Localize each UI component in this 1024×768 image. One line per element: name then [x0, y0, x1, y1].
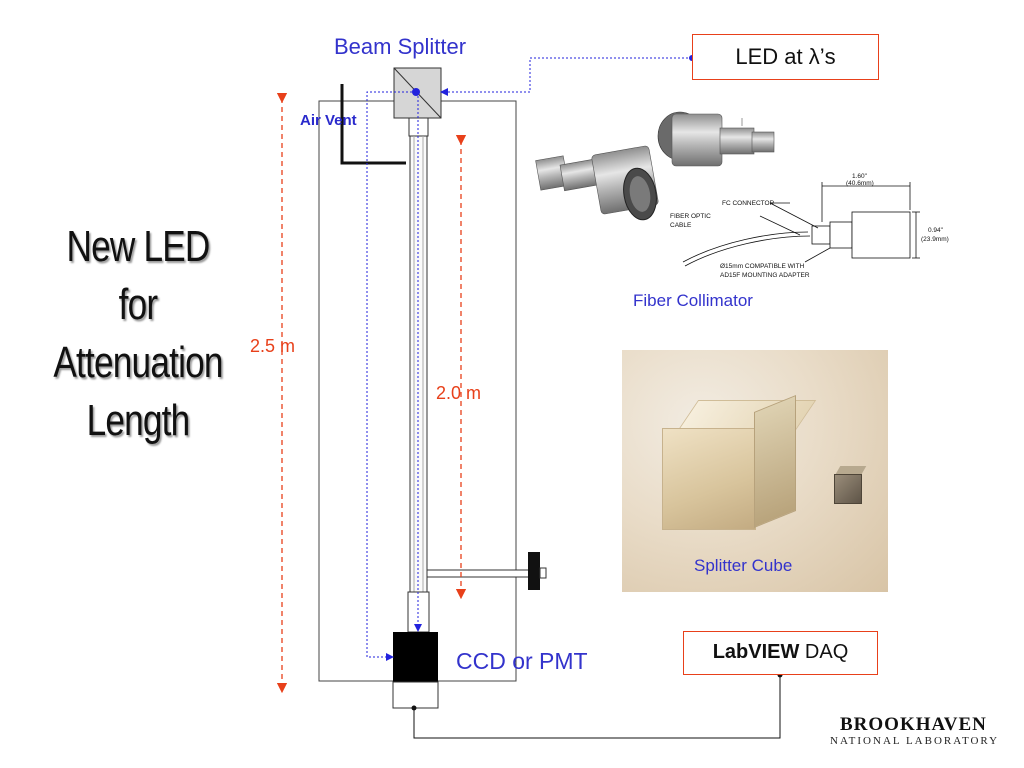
- labview-daq-box: LabVIEW DAQ: [683, 631, 878, 675]
- length-inner-label: 2.0 m: [436, 383, 482, 403]
- dim-length-mm-label: (40.6mm): [846, 180, 874, 187]
- side-knob-cap: [539, 567, 547, 579]
- adapter-label-line1: Ø15mm COMPATIBLE WITH: [720, 263, 805, 270]
- led-source-box: LED at λ’s: [692, 34, 879, 80]
- led-fiber-line: [440, 57, 692, 96]
- cable-label: CABLE: [670, 222, 692, 229]
- fiber-collimator-label: Fiber Collimator: [633, 291, 753, 310]
- adapter-label-line2: AD15F MOUNTING ADAPTER: [720, 272, 810, 279]
- dim-length-label: 1.60": [852, 173, 868, 180]
- reference-beam-line: [366, 91, 416, 661]
- cube-side-face: [754, 395, 796, 528]
- dim-dia-label: 0.94": [928, 227, 944, 234]
- fiber-collimator-photo: [535, 111, 775, 221]
- daq-cable: [413, 675, 781, 739]
- fiber-optic-label: FIBER OPTIC: [670, 213, 711, 220]
- air-vent-pipe: [340, 84, 406, 165]
- dim-dia-mm-label: (23.9mm): [921, 236, 949, 243]
- collimator-technical-drawing: [682, 182, 920, 267]
- air-vent-label: Air Vent: [300, 112, 357, 129]
- slide-title: New LED for Attenuation Length: [42, 218, 234, 450]
- side-rod: [426, 569, 538, 578]
- brookhaven-logo: BROOKHAVEN: [840, 714, 987, 735]
- labview-label: LabVIEW: [712, 641, 800, 663]
- splitter-cube-photo: Splitter Cube: [622, 350, 888, 592]
- ccd-pmt-detector: [393, 632, 438, 682]
- title-line-2: for: [118, 280, 158, 329]
- detector-base: [392, 681, 439, 709]
- length-outer-label: 2.5 m: [250, 336, 296, 356]
- beam-splitter-label: Beam Splitter: [334, 34, 467, 59]
- daq-label: DAQ: [799, 641, 849, 663]
- title-line-1: New LED: [66, 222, 210, 271]
- cube-front-face: [662, 428, 756, 530]
- technical-drawing-labels: FC CONNECTOR FIBER OPTIC CABLE 1.60" (40…: [670, 173, 949, 279]
- title-line-4: Length: [86, 396, 191, 445]
- side-knob: [528, 552, 540, 590]
- led-source-label: LED at λ’s: [735, 44, 836, 69]
- title-line-3: Attenuation: [53, 338, 223, 387]
- small-cube: [834, 474, 862, 504]
- ccd-pmt-label: CCD or PMT: [456, 648, 588, 674]
- cable-joint-detector: [411, 705, 417, 711]
- brookhaven-logo-subtitle: NATIONAL LABORATORY: [830, 735, 1000, 747]
- splitter-cube-label: Splitter Cube: [694, 556, 793, 575]
- small-cube-top-face: [835, 466, 867, 474]
- fc-connector-label: FC CONNECTOR: [722, 200, 775, 207]
